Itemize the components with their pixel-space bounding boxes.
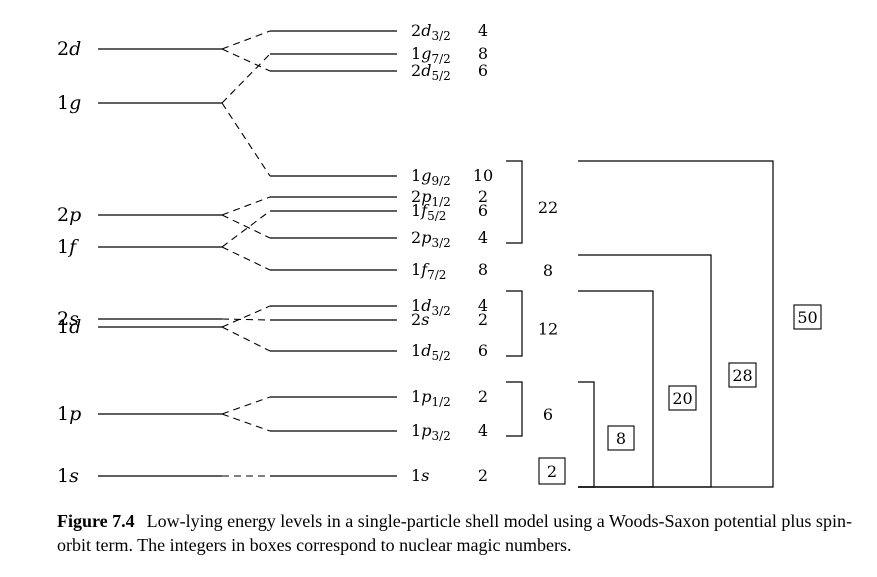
degeneracy-1g9-2: 10 — [473, 166, 493, 185]
split-level-label-2p1-2: 2p1/2 — [411, 187, 451, 209]
shell-total-22: 22 — [538, 198, 558, 217]
connector-1g7-2 — [221, 53, 271, 104]
split-level-label-2d5-2: 2d5/2 — [411, 61, 451, 83]
connector-2s — [221, 318, 271, 321]
degeneracy-1f5-2: 6 — [478, 201, 488, 220]
level-label-1g: 1g — [57, 92, 81, 114]
magic-box-28 — [728, 362, 757, 388]
degeneracy-2d5-2: 6 — [478, 61, 488, 80]
degeneracy-2p3-2: 4 — [478, 228, 488, 247]
degeneracy-1s: 2 — [478, 466, 488, 485]
level-label-1f: 1f — [57, 236, 79, 258]
magic-number-8: 8 — [616, 429, 626, 448]
connector-1p3-2 — [221, 413, 271, 432]
shell-bracket-12 — [506, 290, 523, 357]
split-level-label-1f5-2: 1f5/2 — [411, 201, 446, 223]
split-level-label-1s: 1s — [411, 466, 429, 485]
magic-number-2: 2 — [547, 462, 557, 481]
magic-box-8 — [607, 425, 635, 451]
level-label-2p: 2p — [57, 204, 81, 226]
degeneracy-2p1-2: 2 — [478, 187, 488, 206]
shell-bracket-22 — [506, 160, 523, 244]
split-level-label-1f7-2: 1f7/2 — [411, 260, 446, 282]
level-label-1d: 1d — [57, 316, 81, 338]
degeneracy-1d5-2: 6 — [478, 341, 488, 360]
connector-1d5-2 — [221, 326, 271, 352]
degeneracy-1d3-2: 4 — [478, 296, 488, 315]
connector-2d3-2 — [221, 30, 271, 50]
split-level-label-1p1-2: 1p1/2 — [411, 387, 451, 409]
split-level-label-1d3-2: 1d3/2 — [411, 296, 451, 318]
split-level-label-1p3-2: 1p3/2 — [411, 421, 451, 443]
split-level-label-2d3-2: 2d3/2 — [411, 21, 451, 43]
magic-bracket-8 — [578, 381, 595, 488]
shell-total-6: 6 — [543, 405, 553, 424]
shell-total-12: 12 — [538, 320, 558, 339]
degeneracy-1f7-2: 8 — [478, 260, 488, 279]
level-label-2d: 2d — [57, 38, 81, 60]
connector-1f7-2 — [221, 246, 271, 271]
split-level-label-1d5-2: 1d5/2 — [411, 341, 451, 363]
connector-2d5-2 — [221, 48, 271, 72]
connector-1d3-2 — [221, 305, 271, 328]
split-level-label-1g7-2: 1g7/2 — [411, 44, 451, 66]
magic-number-20: 20 — [672, 389, 692, 408]
magic-number-50: 50 — [797, 308, 817, 327]
magic-number-28: 28 — [732, 366, 752, 385]
level-label-1s: 1s — [57, 465, 79, 487]
magic-box-20 — [668, 385, 697, 411]
split-level-label-2s: 2s — [411, 310, 429, 329]
figure-label: Figure 7.4 — [57, 511, 135, 531]
level-label-2s: 2s — [57, 308, 79, 330]
shell-total-8: 8 — [543, 261, 553, 280]
degeneracy-2d3-2: 4 — [478, 21, 488, 40]
connector-1g9-2 — [221, 102, 271, 177]
connector-2p1-2 — [221, 196, 271, 216]
magic-bracket-50 — [578, 160, 774, 488]
shell-bracket-6 — [506, 381, 523, 437]
connector-1p1-2 — [221, 396, 271, 415]
split-level-label-2p3-2: 2p3/2 — [411, 228, 451, 250]
degeneracy-1p1-2: 2 — [478, 387, 488, 406]
connector-1f5-2 — [221, 210, 271, 248]
caption-text: Low-lying energy levels in a single-part… — [57, 511, 852, 555]
degeneracy-1p3-2: 4 — [478, 421, 488, 440]
degeneracy-2s: 2 — [478, 310, 488, 329]
connector-2p3-2 — [221, 214, 271, 239]
magic-bracket-20 — [578, 290, 654, 488]
magic-box-2 — [538, 457, 566, 485]
magic-bracket-28 — [578, 254, 712, 488]
level-label-1p: 1p — [57, 403, 81, 425]
split-level-label-1g9-2: 1g9/2 — [411, 166, 451, 188]
magic-box-50 — [793, 304, 822, 330]
degeneracy-1g7-2: 8 — [478, 44, 488, 63]
